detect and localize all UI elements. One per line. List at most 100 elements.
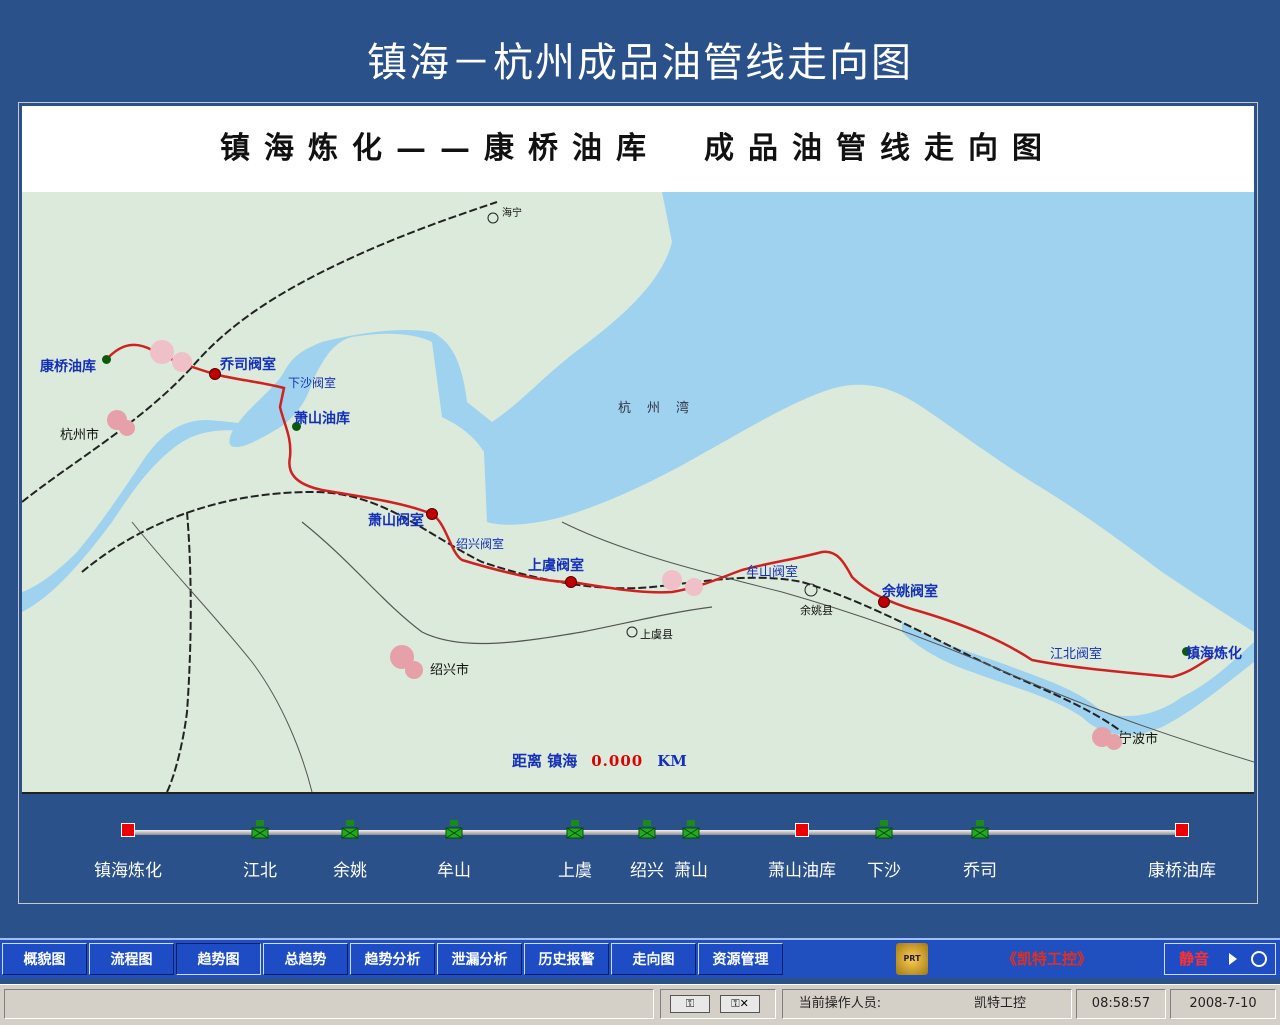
city-hangzhou: 杭州市 xyxy=(60,428,100,443)
station-yuyao: 余姚阀室 xyxy=(882,584,938,600)
brand-label: 《凯特工控》 xyxy=(932,943,1162,975)
ningbo-urban xyxy=(1092,727,1122,750)
map-frame: 镇海炼化——康桥油库 成品油管线走向图 xyxy=(18,102,1258,904)
line-node-valve-icon[interactable] xyxy=(971,820,989,840)
pipeline-bar xyxy=(134,830,1184,835)
line-node-label: 上虞 xyxy=(558,861,592,881)
road-1 xyxy=(301,521,713,645)
line-node-valve-icon[interactable] xyxy=(251,820,269,840)
map-graphic xyxy=(22,192,1254,792)
line-node-label: 乔司 xyxy=(963,861,997,881)
haining-marker xyxy=(487,212,499,224)
status-bar: ⚿ ⚿✕ 当前操作人员: 凯特工控 08:58:57 2008-7-10 xyxy=(0,984,1280,1025)
railway-1 xyxy=(22,201,498,503)
pipeline-route xyxy=(105,343,1213,679)
toolbar-button[interactable]: 走向图 xyxy=(611,943,696,975)
mute-button[interactable]: 静音 xyxy=(1164,943,1276,975)
line-node-valve-icon[interactable] xyxy=(341,820,359,840)
operator-box xyxy=(782,989,1072,1019)
city-shangyu: 上虞县 xyxy=(640,628,673,641)
status-message-box xyxy=(4,989,654,1019)
shangyu-urban xyxy=(662,570,703,596)
xiaoshan-urban xyxy=(150,340,192,372)
line-node-label: 镇海炼化 xyxy=(94,861,162,881)
station-xiaoshan-depot: 萧山油库 xyxy=(294,411,350,427)
mute-label: 静音 xyxy=(1179,950,1210,968)
key-box xyxy=(660,989,776,1019)
city-yuyao: 余姚县 xyxy=(800,604,833,617)
line-node-valve-icon[interactable] xyxy=(566,820,584,840)
toolbar-button[interactable]: 泄漏分析 xyxy=(437,943,522,975)
city-shaoxing: 绍兴市 xyxy=(430,663,470,678)
play-icon[interactable] xyxy=(1229,953,1237,965)
alarm-clock-icon[interactable] xyxy=(1251,951,1267,967)
page-title: 镇海－杭州成品油管线走向图 xyxy=(367,40,913,86)
line-node-label: 下沙 xyxy=(867,861,901,881)
nav-toolbar: PRT 《凯特工控》 静音 概貌图流程图趋势图总趋势趋势分析泄漏分析历史报警走向… xyxy=(0,938,1280,978)
qiaosi-valve-marker[interactable] xyxy=(209,368,221,380)
line-node-label: 萧山 xyxy=(674,861,708,881)
toolbar-button[interactable]: 历史报警 xyxy=(524,943,609,975)
toolbar-button[interactable]: 总趋势 xyxy=(263,943,348,975)
company-logo: PRT xyxy=(896,943,928,975)
logout-key-button[interactable]: ⚿✕ xyxy=(720,995,760,1013)
shaoxing-urban xyxy=(390,645,423,679)
line-node-station[interactable] xyxy=(121,823,135,837)
kangqiao-depot-marker[interactable] xyxy=(102,355,111,364)
status-date: 2008-7-10 xyxy=(1189,996,1257,1011)
map-header: 镇海炼化——康桥油库 成品油管线走向图 xyxy=(22,106,1254,192)
line-node-valve-icon[interactable] xyxy=(638,820,656,840)
railway-2 xyxy=(81,490,1123,733)
station-xiasha: 下沙阀室 xyxy=(288,376,337,390)
line-node-valve-icon[interactable] xyxy=(445,820,463,840)
toolbar-button[interactable]: 趋势分析 xyxy=(350,943,435,975)
line-node-label: 余姚 xyxy=(333,861,367,881)
operator-label: 当前操作人员: xyxy=(798,996,882,1011)
line-node-label: 绍兴 xyxy=(630,861,664,881)
zhenhai-depot-marker[interactable] xyxy=(1182,647,1191,656)
hangzhou-bay xyxy=(229,192,1254,632)
toolbar-button[interactable]: 流程图 xyxy=(89,943,174,975)
qiantang-river xyxy=(22,420,272,612)
city-ningbo: 宁波市 xyxy=(1119,732,1159,747)
line-node-valve-icon[interactable] xyxy=(875,820,893,840)
city-haining: 海宁 xyxy=(502,208,522,219)
station-jiangbei: 江北阀室 xyxy=(1050,647,1103,662)
line-node-label: 牟山 xyxy=(437,861,471,881)
station-kangqiao: 康桥油库 xyxy=(40,359,96,375)
toolbar-button[interactable]: 资源管理 xyxy=(698,943,783,975)
distance-value: 0.000 xyxy=(591,752,644,770)
line-node-station[interactable] xyxy=(795,823,809,837)
station-xiaoshan-valve: 萧山阀室 xyxy=(368,513,424,529)
yuyao-marker xyxy=(804,583,818,597)
distance-unit: KM xyxy=(657,752,687,770)
date-box xyxy=(1170,989,1276,1019)
station-zhenhai: 镇海炼化 xyxy=(1186,646,1242,662)
railway-3 xyxy=(166,511,192,792)
line-node-label: 江北 xyxy=(243,861,277,881)
toolbar-button[interactable]: 趋势图 xyxy=(176,943,261,975)
pipeline-map: 杭州湾 杭州市 绍兴市 宁波市 余姚县 上虞县 海宁 康桥油库 乔司阀室 下沙阀… xyxy=(22,192,1254,794)
yuyao-valve-marker[interactable] xyxy=(878,596,890,608)
toolbar-button[interactable]: 概貌图 xyxy=(2,943,87,975)
time-box xyxy=(1076,989,1166,1019)
road-3 xyxy=(131,521,313,792)
xiaoshan-valve-marker[interactable] xyxy=(426,508,438,520)
station-shaoxing: 绍兴阀室 xyxy=(456,537,505,551)
hangzhou-urban xyxy=(107,410,135,436)
line-node-station[interactable] xyxy=(1175,823,1189,837)
line-node-label: 萧山油库 xyxy=(768,861,836,881)
shangyu-valve-marker[interactable] xyxy=(565,576,577,588)
pipeline-line-diagram: 镇海炼化 江北 余姚 牟山 上虞 绍兴萧山 萧山油库 下沙 乔司 康桥油库 xyxy=(22,796,1254,900)
status-time: 08:58:57 xyxy=(1091,996,1151,1011)
shangyu-marker xyxy=(626,626,638,638)
road-2 xyxy=(561,521,1254,763)
map-header-title: 镇海炼化——康桥油库 成品油管线走向图 xyxy=(220,131,1056,166)
login-key-button[interactable]: ⚿ xyxy=(670,995,710,1013)
line-node-label: 康桥油库 xyxy=(1148,861,1216,881)
station-moushan: 牟山阀室 xyxy=(746,565,799,580)
line-node-valve-icon[interactable] xyxy=(682,820,700,840)
xiaoshan-depot-marker[interactable] xyxy=(292,422,301,431)
sea-label: 杭州湾 xyxy=(618,401,706,416)
